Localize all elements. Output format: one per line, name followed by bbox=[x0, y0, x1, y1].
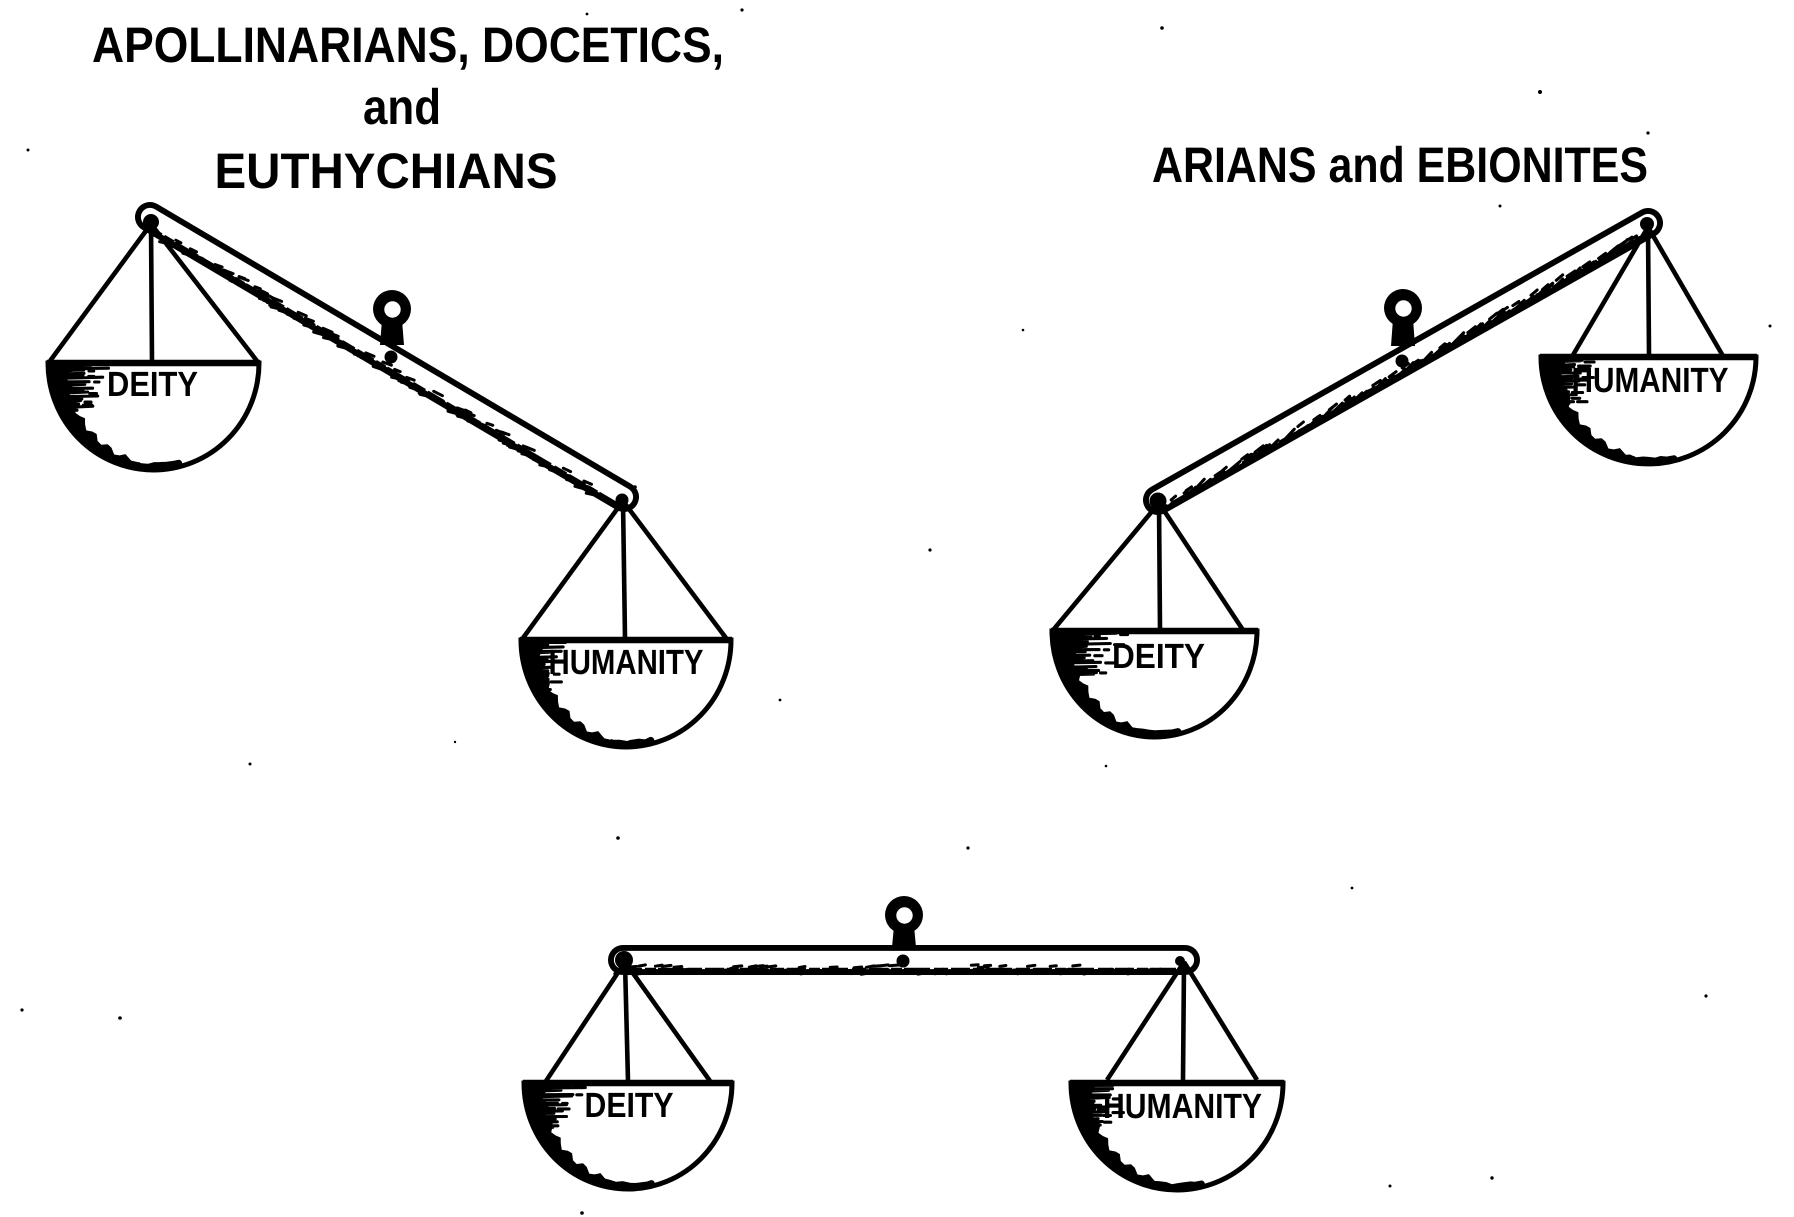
svg-text:HUMANITY: HUMANITY bbox=[1103, 1087, 1262, 1126]
svg-text:EUTHYCHIANS: EUTHYCHIANS bbox=[215, 143, 558, 199]
svg-text:HUMANITY: HUMANITY bbox=[1572, 361, 1729, 400]
svg-text:DEITY: DEITY bbox=[585, 1086, 674, 1125]
svg-text:DEITY: DEITY bbox=[107, 365, 198, 404]
svg-text:DEITY: DEITY bbox=[1112, 637, 1205, 676]
svg-text:HUMANITY: HUMANITY bbox=[549, 643, 704, 682]
svg-text:APOLLINARIANS, DOCETICS,: APOLLINARIANS, DOCETICS, bbox=[92, 17, 724, 73]
svg-text:and: and bbox=[363, 79, 441, 135]
svg-text:ARIANS and EBIONITES: ARIANS and EBIONITES bbox=[1152, 137, 1648, 193]
